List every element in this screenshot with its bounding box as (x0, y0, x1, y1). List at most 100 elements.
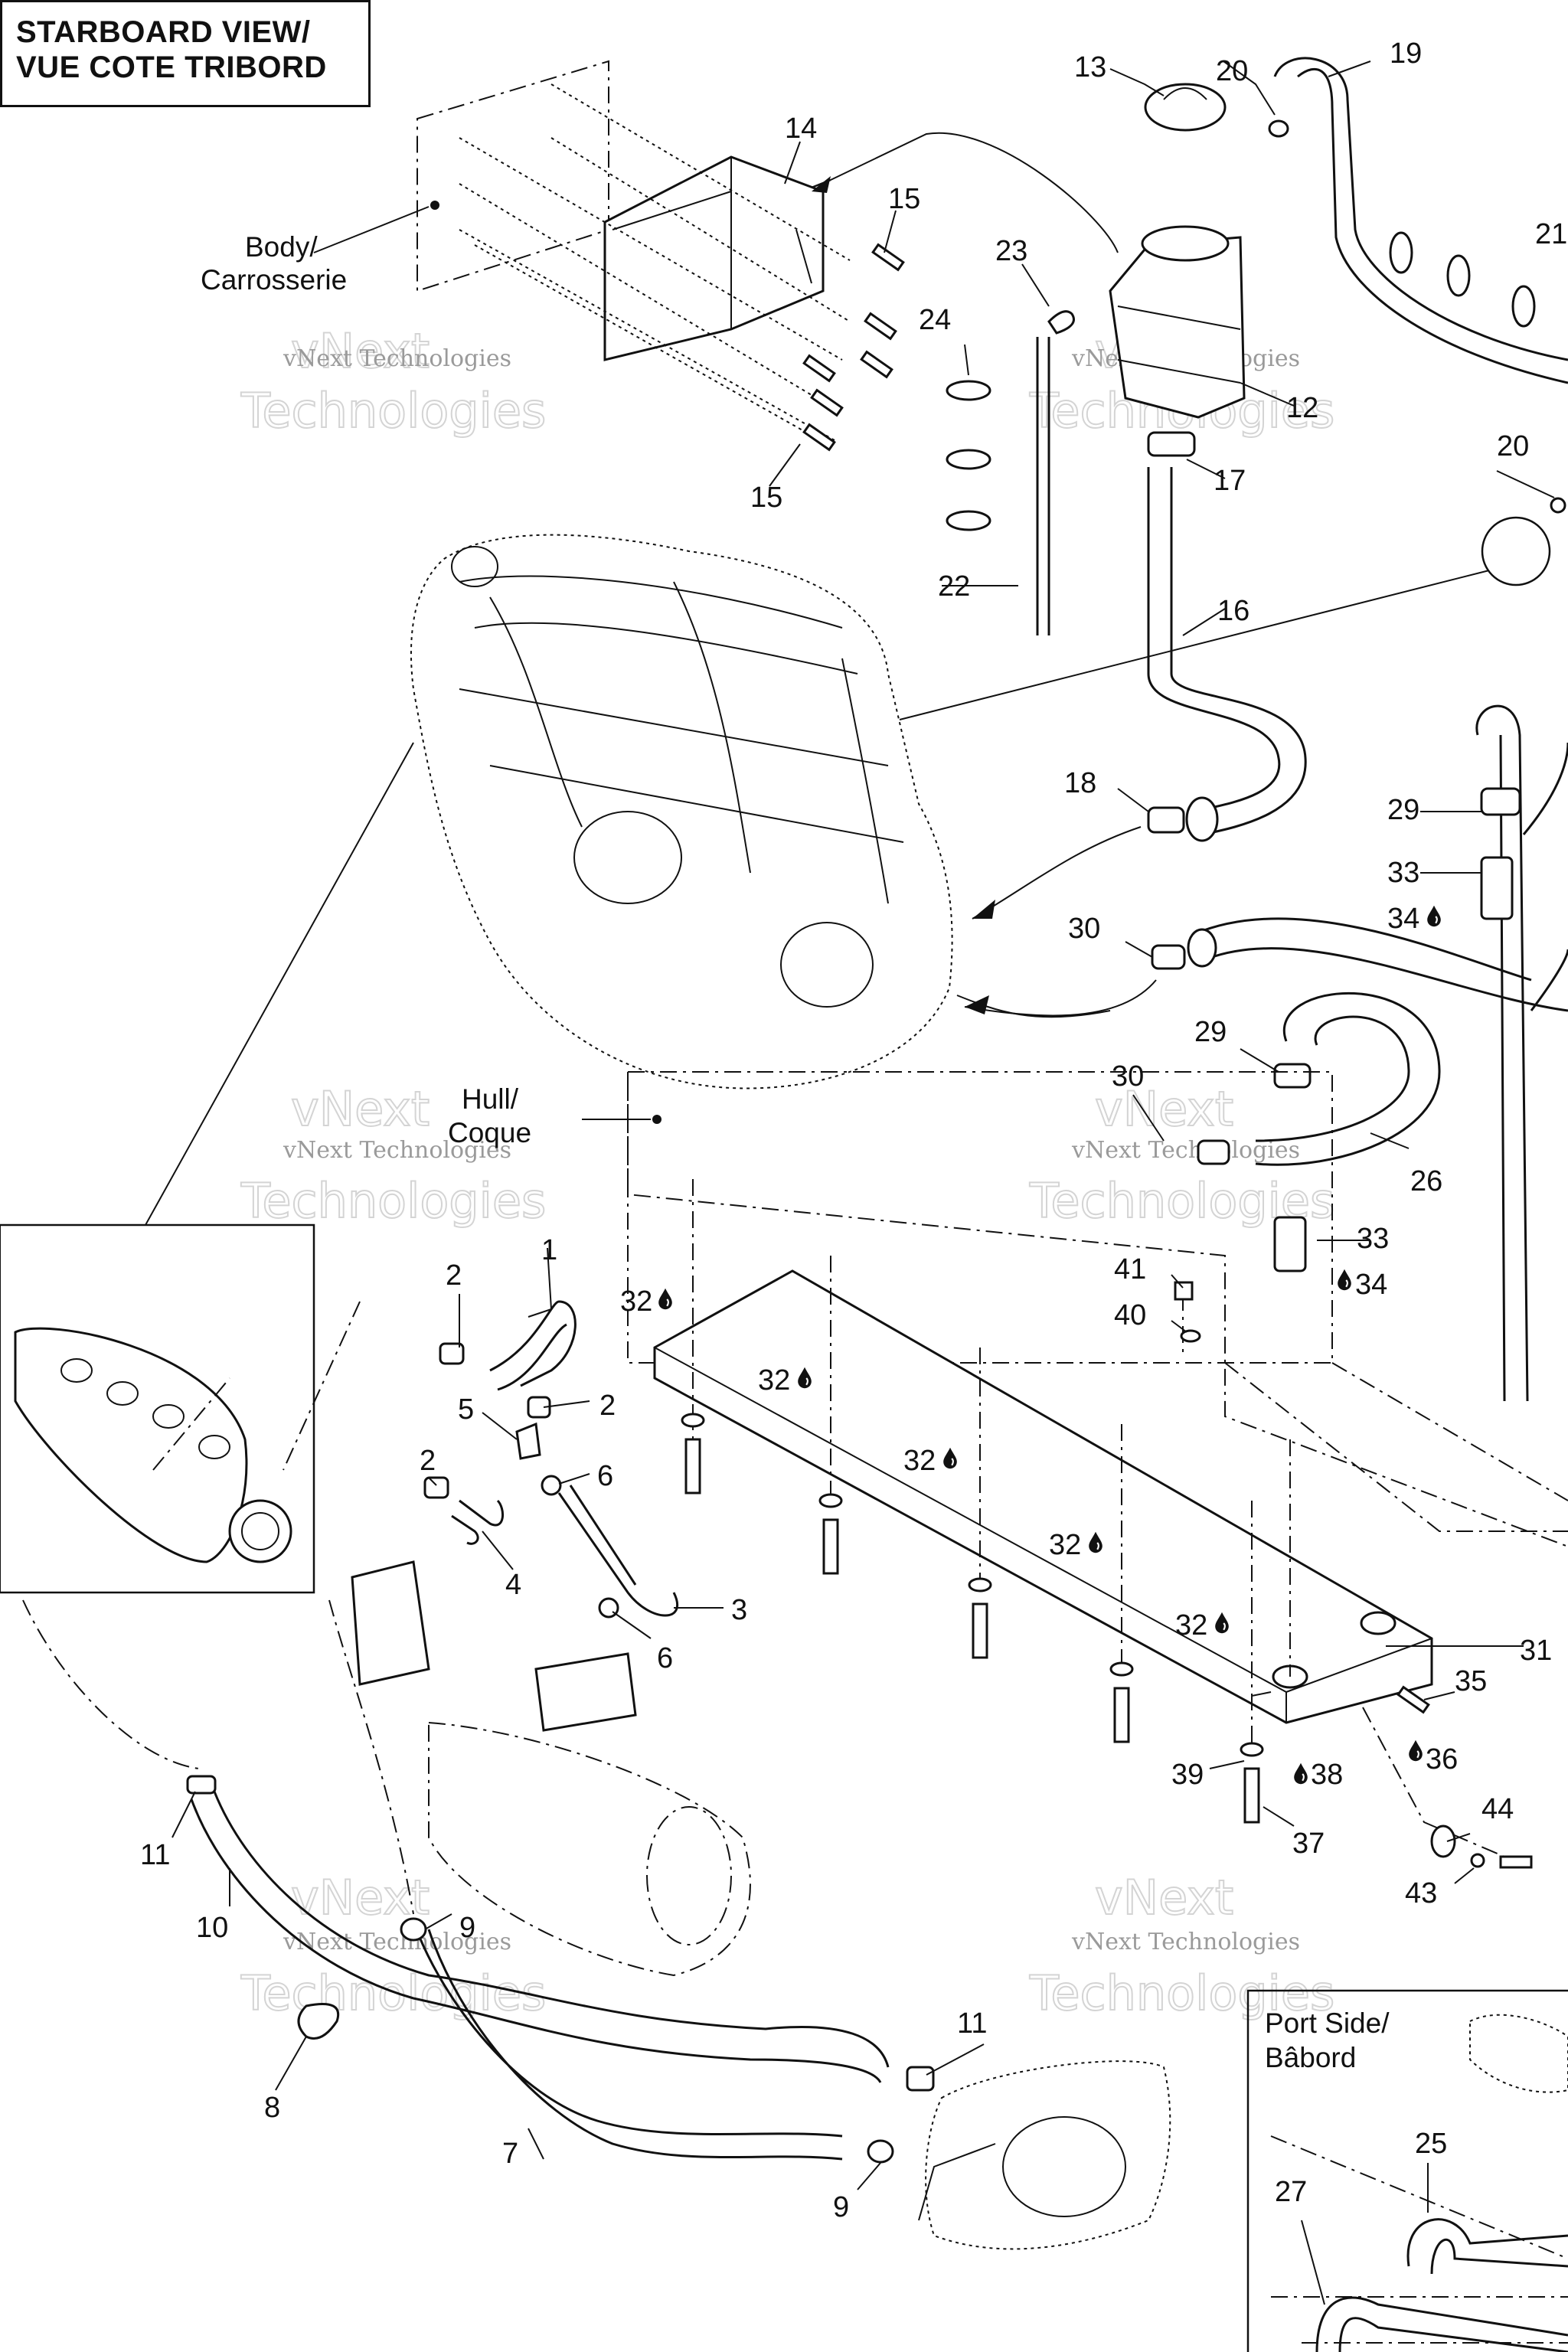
clamp-2-lower (423, 1476, 449, 1499)
tank-neck (1141, 225, 1230, 262)
hose-right-edge (1522, 742, 1568, 1011)
hull-label-line-1: Hull/ (462, 1083, 519, 1115)
callout-33: 33 (1387, 857, 1419, 889)
callout-8: 8 (264, 2092, 280, 2124)
port-hose-25 (1406, 2218, 1568, 2275)
callout-39: 39 (1171, 1759, 1204, 1791)
port-side-label-line-2: Bâbord (1265, 2042, 1356, 2073)
watermark-text: vNext Technologies (283, 345, 511, 372)
callout-2: 2 (599, 1390, 616, 1422)
watermark-text: vNext Technologies (283, 1929, 511, 1955)
arrow-head (972, 900, 995, 919)
callout-29: 29 (1387, 794, 1419, 826)
callout-37: 37 (1292, 1828, 1325, 1860)
watermark-group: vNext vNext Technologies Technologies vN… (240, 322, 1335, 2022)
callout-19: 19 (1390, 38, 1422, 70)
hose-3 (557, 1485, 679, 1617)
callout-11: 11 (140, 1839, 170, 1871)
bracket-fastener-lines (459, 83, 851, 445)
clamp-2-right (527, 1396, 551, 1419)
callout-4: 4 (505, 1569, 521, 1601)
reservoir-cap (1144, 83, 1227, 132)
callout-9: 9 (833, 2191, 849, 2223)
bracket-location-arrow (830, 132, 1119, 253)
clip-23 (1047, 310, 1075, 335)
bolts-32 (681, 1413, 1264, 1824)
arrow-head (965, 995, 989, 1014)
engine-block (145, 534, 1111, 1226)
muffler-head (351, 1560, 430, 1686)
fitting-33-upper (1480, 856, 1514, 920)
watermark-text: Technologies (240, 1173, 546, 1229)
callout-2: 2 (446, 1259, 462, 1292)
coolant-tank (1109, 236, 1246, 419)
grommet-44 (1430, 1824, 1456, 1858)
washer-40 (1180, 1329, 1201, 1343)
cap-ridge (1163, 87, 1207, 100)
overflow-tube-22 (1036, 337, 1050, 635)
water-box-fitting (534, 1652, 637, 1732)
hose-30-route-arrow (964, 979, 1157, 1017)
callout-24: 24 (919, 304, 951, 336)
callout-22: 22 (938, 570, 970, 603)
engine-to-exhaust-leader (145, 742, 414, 1226)
muffler-canister (428, 1721, 751, 1977)
manifold-outlet-inner (241, 1512, 279, 1550)
hose-1 (489, 1300, 577, 1391)
callout-10: 10 (196, 1912, 228, 1944)
detail-circle (1481, 516, 1551, 586)
watermark-text: Technologies (240, 383, 546, 439)
callout-leader-lines (172, 60, 1555, 2305)
callout-20: 20 (1497, 430, 1529, 462)
callout-21: 21 (1535, 218, 1567, 250)
jet-pump-intake (1002, 2116, 1126, 2217)
clamp-29-lower (1273, 1063, 1312, 1089)
ride-plate-31 (653, 1269, 1433, 1724)
hose-26 (1255, 991, 1441, 1166)
screw-43 (1499, 1855, 1533, 1869)
jet-pump-housing (925, 2060, 1171, 2250)
callout-12: 12 (1286, 392, 1318, 424)
port-side-label-line-1: Port Side/ (1265, 2007, 1390, 2039)
clamp-9-lower (867, 2139, 894, 2164)
callout-27: 27 (1275, 2176, 1307, 2208)
engine-pulley (573, 811, 682, 904)
tee-fitting-5 (515, 1422, 541, 1460)
manifold-ports (60, 1358, 230, 1459)
fitting-axis (1362, 1707, 1532, 1869)
callout-36: 36 (1426, 1743, 1458, 1775)
callout-34: 34 (1387, 903, 1419, 935)
callout-35: 35 (1455, 1665, 1487, 1697)
callout-3: 3 (731, 1594, 747, 1626)
hull-attach-dot (652, 1115, 662, 1124)
clamp-11-right (906, 2066, 935, 2092)
port-side-inset (1246, 1989, 1568, 2352)
body-attach-dot (430, 201, 439, 210)
body-leader-line (313, 206, 430, 253)
tube-clips-24 (946, 380, 991, 531)
callout-13: 13 (1074, 51, 1106, 83)
sealant-drop-icon (1407, 1739, 1424, 1762)
engine-hoses-group (964, 673, 1568, 1402)
callout-15: 15 (888, 183, 920, 215)
nut-41 (1174, 1281, 1194, 1301)
view-title-line-1: STARBOARD VIEW/ (16, 15, 311, 49)
screw-15 (802, 243, 905, 452)
arrow-head (812, 176, 831, 193)
exhaust-detail-box (0, 1223, 315, 1594)
exhaust-manifold (14, 1327, 248, 1563)
callout-32: 32 (1049, 1529, 1081, 1561)
clip-20 (1268, 119, 1289, 138)
callout-6: 6 (657, 1642, 673, 1674)
callout-32: 32 (758, 1364, 790, 1396)
plate-boss (1360, 1611, 1396, 1635)
clamp-2-upper (439, 1342, 465, 1365)
callout-numbers: 13 20 19 14 15 15 23 24 22 12 17 16 21 2… (140, 38, 1567, 2223)
callout-32: 32 (903, 1445, 936, 1477)
clamp-18 (1147, 806, 1185, 834)
callout-30: 30 (1068, 913, 1100, 945)
callout-31: 31 (1520, 1635, 1552, 1667)
sealant-drop-icon (1292, 1762, 1309, 1785)
callout-34: 34 (1355, 1269, 1387, 1301)
